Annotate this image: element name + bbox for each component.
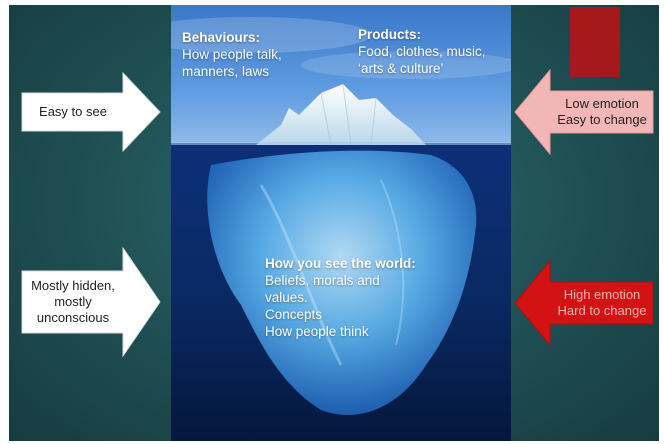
- slide-canvas: Behaviours: How people talk, manners, la…: [9, 5, 659, 441]
- high-emotion-line-2: Hard to change: [557, 303, 647, 318]
- behaviours-line-1: How people talk,: [182, 47, 282, 62]
- mostly-hidden-label: Mostly hidden, mostly unconscious: [23, 271, 123, 333]
- arrow-low-emotion: Low emotion Easy to change: [514, 69, 654, 155]
- low-emotion-line-2: Easy to change: [557, 112, 647, 127]
- iceberg-illustration: [171, 5, 511, 441]
- mostly-hidden-line-1: Mostly hidden,: [31, 278, 115, 293]
- easy-to-see-label: Easy to see: [25, 93, 121, 131]
- right-arrow-icon: [21, 72, 161, 152]
- arrow-mostly-hidden: Mostly hidden, mostly unconscious: [21, 247, 161, 357]
- world-view-line-3: Concepts: [265, 307, 323, 322]
- easy-to-see-line-1: Easy to see: [39, 104, 107, 119]
- world-view-heading: How you see the world:: [265, 256, 416, 271]
- right-arrow-icon: [21, 247, 161, 357]
- high-emotion-label: High emotion Hard to change: [552, 282, 652, 324]
- low-emotion-line-1: Low emotion: [565, 96, 639, 111]
- products-heading: Products:: [358, 27, 422, 42]
- left-arrow-icon: [514, 69, 654, 155]
- low-emotion-label: Low emotion Easy to change: [552, 91, 652, 133]
- products-line-2: ‘arts & culture’: [358, 61, 444, 76]
- behaviours-line-2: manners, laws: [182, 64, 270, 79]
- products-line-1: Food, clothes, music,: [358, 44, 486, 59]
- world-view-text: How you see the world: Beliefs, morals a…: [265, 255, 435, 340]
- world-view-line-1: Beliefs, morals and: [265, 273, 380, 288]
- world-view-line-2: values.: [265, 290, 308, 305]
- arrow-high-emotion: High emotion Hard to change: [514, 260, 654, 346]
- red-accent-bar: [570, 7, 620, 77]
- high-emotion-line-1: High emotion: [563, 287, 641, 302]
- mostly-hidden-line-2: mostly: [54, 294, 92, 309]
- behaviours-heading: Behaviours:: [182, 30, 261, 45]
- left-arrow-icon: [514, 260, 654, 346]
- world-view-line-4: How people think: [265, 324, 369, 339]
- arrow-easy-to-see: Easy to see: [21, 72, 161, 152]
- mostly-hidden-line-3: unconscious: [36, 310, 110, 325]
- products-text: Products: Food, clothes, music, ‘arts & …: [358, 26, 508, 77]
- iceberg-photo: [171, 5, 511, 441]
- behaviours-text: Behaviours: How people talk, manners, la…: [182, 29, 332, 80]
